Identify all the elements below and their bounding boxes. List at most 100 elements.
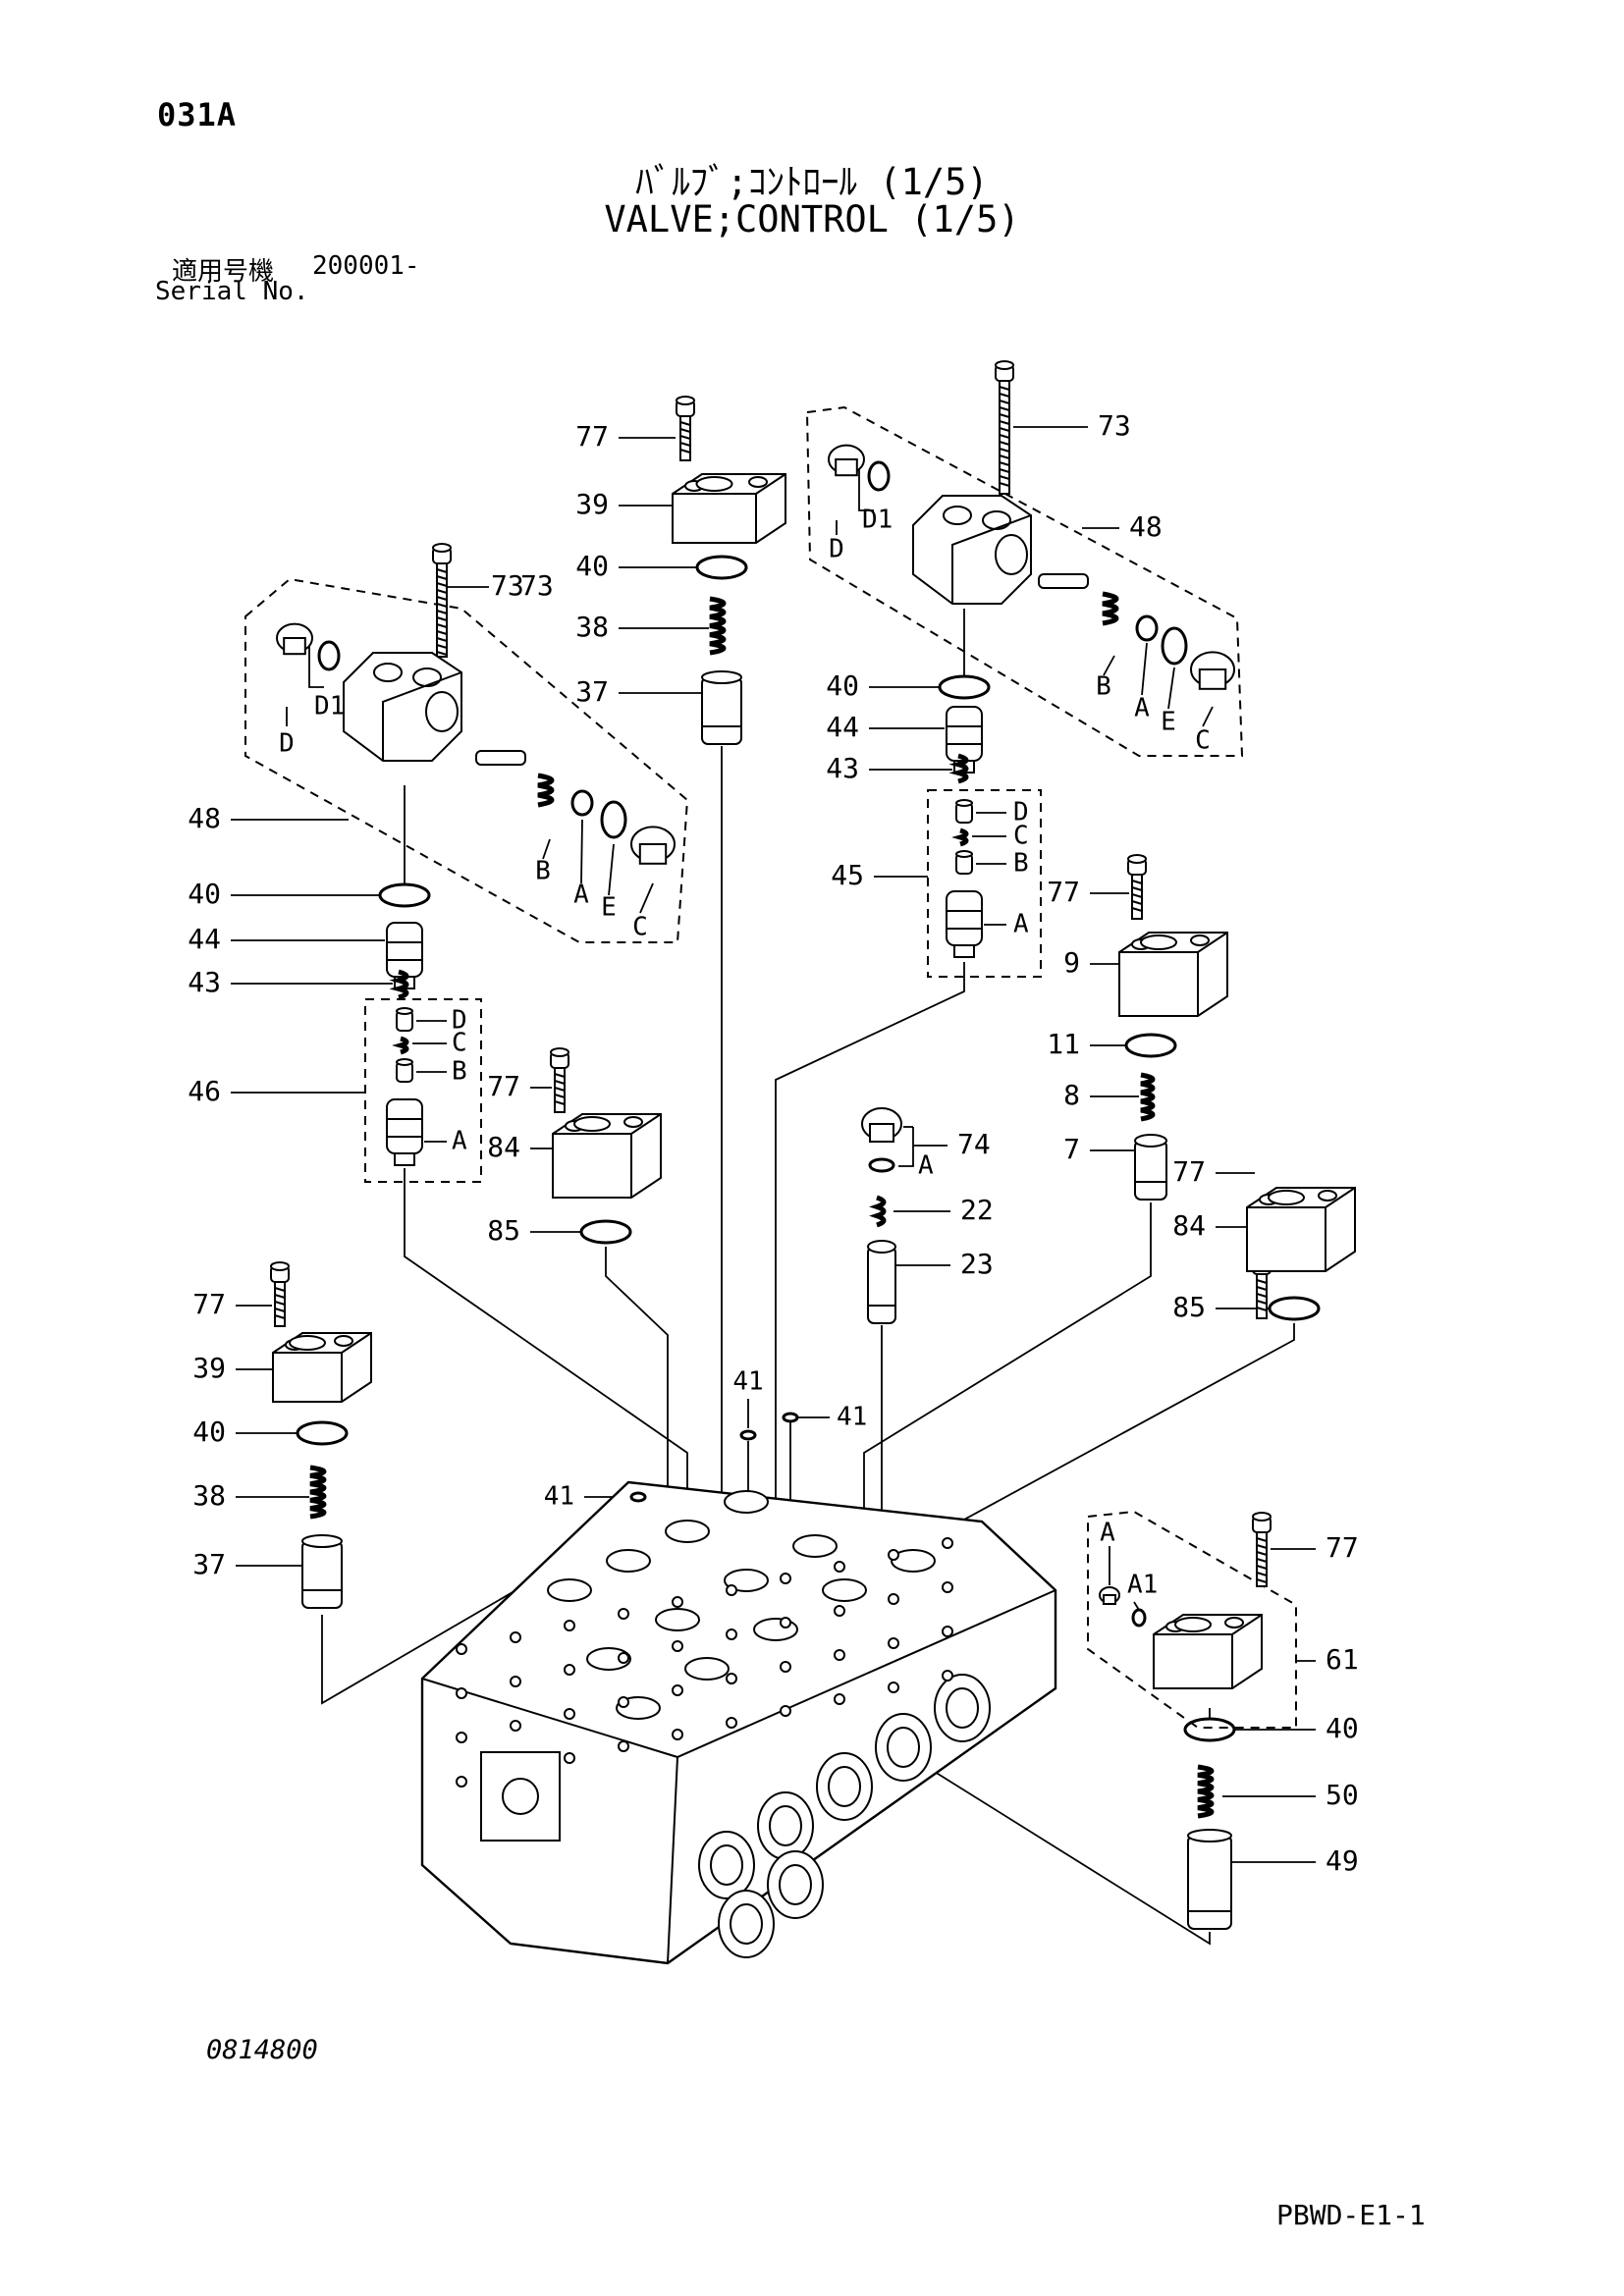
part-callout-77-right-a: 77 [1047, 876, 1080, 908]
plug-d-left [276, 622, 313, 656]
part-callout-49: 49 [1326, 1844, 1359, 1877]
part-callout-39-top: 39 [575, 488, 609, 520]
cover-9 [1118, 932, 1228, 1017]
oring-85-left [579, 1219, 632, 1245]
title-english: VALVE;CONTROL (1/5) [604, 198, 1020, 240]
oring-41-a [739, 1429, 757, 1441]
spring-38-top [709, 596, 727, 656]
part-callout-46: 46 [188, 1075, 221, 1107]
letter-b-right: B [1096, 672, 1111, 702]
oring-40-lower-right [1183, 1717, 1236, 1742]
body-face-port-7 [779, 1864, 812, 1905]
oring-40-left [378, 882, 431, 908]
part-callout-7: 7 [1063, 1133, 1080, 1165]
part-callout-85-right: 85 [1172, 1291, 1206, 1323]
part-callout-77-lower: 77 [192, 1288, 226, 1320]
socket-bolt-77-mid [550, 1047, 569, 1113]
body-face-port-3 [828, 1766, 861, 1807]
part-callout-22: 22 [960, 1194, 994, 1226]
oring-40-top [695, 555, 748, 580]
socket-bolt-77-right-a [1127, 854, 1147, 920]
part-callout-37-top: 37 [575, 675, 609, 708]
valve-block-left [343, 652, 462, 762]
spool-7 [1134, 1134, 1167, 1201]
part-callout-77-mid: 77 [487, 1070, 520, 1102]
body-port-13 [724, 1490, 769, 1514]
cover-84-left [552, 1113, 662, 1199]
part-callout-40-lower: 40 [192, 1415, 226, 1448]
letter-d-right: D [829, 535, 844, 564]
oring-a-74 [868, 1157, 895, 1173]
part-callout-61: 61 [1326, 1643, 1359, 1676]
part-callout-84-left: 84 [487, 1131, 520, 1163]
drawing-number: 0814800 [206, 2035, 318, 2065]
oring-a1-61 [1131, 1608, 1147, 1628]
oring-d1-right [867, 460, 891, 492]
poppet-49 [1187, 1829, 1232, 1930]
serial-label-english: Serial No. [155, 277, 309, 306]
spring-50 [1197, 1764, 1215, 1819]
letter-a-left: A [573, 881, 589, 910]
body-port-3 [724, 1569, 769, 1592]
spring-b-left [537, 773, 555, 808]
dashed-box-61 [1087, 1510, 1297, 1729]
serial-label-japanese: 適用号機 [172, 257, 275, 287]
letter-a-45: A [1013, 910, 1029, 939]
poppet-23 [867, 1240, 896, 1324]
poppet-b-46 [396, 1058, 413, 1083]
oring-11 [1124, 1033, 1177, 1058]
spool-37-top [701, 670, 742, 745]
part-callout-85-left: 85 [487, 1214, 520, 1247]
dashed-box-left-48 [244, 577, 689, 943]
body-face-port-4 [887, 1727, 920, 1768]
cover-39-top [672, 473, 786, 544]
letter-d-46: D [452, 1006, 467, 1036]
spring-43-left [389, 969, 409, 1000]
letter-a1-61: A1 [1127, 1571, 1158, 1600]
part-callout-39-lower: 39 [192, 1352, 226, 1384]
pilot-spool-right [1038, 573, 1089, 589]
socket-bolt-77-lower-right [1252, 1512, 1272, 1587]
cartridge-a-46 [386, 1098, 423, 1166]
part-callout-84-right: 84 [1172, 1209, 1206, 1242]
spring-22 [869, 1195, 887, 1228]
cartridge-a-45 [946, 890, 983, 958]
letter-d-left: D [279, 729, 295, 759]
part-callout-48-left: 48 [188, 802, 221, 834]
body-face-port-1 [710, 1844, 743, 1886]
part-callout-77-right-b: 77 [1172, 1155, 1206, 1188]
part-callout-11: 11 [1047, 1028, 1080, 1060]
letter-b-46: B [452, 1057, 467, 1087]
oring-40-right [938, 674, 991, 700]
letter-b-45: B [1013, 849, 1029, 879]
letter-d1-left: D1 [314, 692, 345, 721]
cover-61 [1153, 1614, 1263, 1689]
body-face-port-6 [730, 1903, 763, 1945]
title-japanese: ﾊﾞﾙﾌﾞ;ｺﾝﾄﾛｰﾙ (1/5) [635, 161, 989, 203]
part-callout-41-a: 41 [732, 1367, 763, 1397]
spring-8 [1140, 1072, 1156, 1122]
part-callout-40-top: 40 [575, 550, 609, 582]
washer-a-left [570, 789, 594, 817]
part-callout-73-right: 73 [1098, 409, 1131, 442]
letter-a-74: A [918, 1151, 934, 1181]
part-callout-44-left: 44 [188, 923, 221, 955]
body-port-1 [586, 1647, 631, 1671]
socket-bolt-73-right [995, 360, 1014, 495]
part-callout-43-left: 43 [188, 966, 221, 998]
part-callout-41-c: 41 [544, 1482, 574, 1512]
body-face-port-2 [769, 1805, 802, 1846]
letter-a-right: A [1134, 694, 1150, 723]
oring-d1-left [317, 640, 341, 671]
plug-c-right [1190, 651, 1235, 690]
socket-bolt-73-left [432, 543, 452, 658]
part-callout-9: 9 [1063, 946, 1080, 979]
letter-d1-right: D1 [862, 506, 893, 535]
letter-d-45: D [1013, 798, 1029, 828]
socket-bolt-77-lower [270, 1261, 290, 1327]
spring-b-right [1102, 591, 1119, 626]
part-callout-73-left: 73 [491, 569, 524, 602]
spool-37-lower [301, 1534, 343, 1609]
body-port-6 [684, 1657, 730, 1681]
